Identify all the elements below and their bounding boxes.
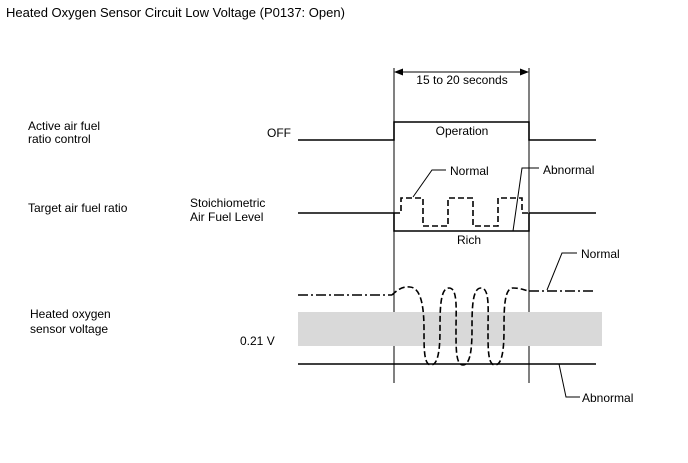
air-fuel-level-label: Air Fuel Level [190, 210, 263, 224]
active-control-signal [298, 121, 596, 141]
target-abnormal-leader [512, 167, 539, 232]
duration-arrow [394, 68, 529, 76]
rich-label: Rich [457, 233, 481, 247]
threshold-band [298, 312, 602, 346]
stoichiometric-label: Stoichiometric [190, 196, 265, 210]
duration-label: 15 to 20 seconds [416, 73, 507, 87]
target-ratio-normal-signal [394, 197, 529, 227]
diagram-title: Heated Oxygen Sensor Circuit Low Voltage… [6, 5, 345, 20]
sensor-normal-leader [546, 252, 577, 291]
sensor-abnormal-label: Abnormal [582, 391, 633, 405]
target-normal-leader [412, 169, 446, 198]
sensor-normal-label: Normal [581, 247, 620, 261]
sensor-normal-oscillation [391, 286, 530, 366]
sensor-voltage-label-line2: sensor voltage [30, 322, 108, 336]
target-ratio-rich-signal [393, 213, 530, 232]
active-control-label-line2: ratio control [28, 132, 91, 146]
operation-label: Operation [436, 124, 489, 138]
sensor-abnormal-leader [558, 363, 580, 398]
sensor-voltage-label: Heated oxygen [30, 307, 111, 321]
target-normal-label: Normal [450, 164, 489, 178]
off-level-label: OFF [267, 126, 291, 140]
target-abnormal-label: Abnormal [543, 163, 594, 177]
target-ratio-label: Target air fuel ratio [28, 201, 128, 215]
active-control-label: Active air fuel [28, 119, 100, 133]
threshold-label: 0.21 V [240, 334, 275, 348]
